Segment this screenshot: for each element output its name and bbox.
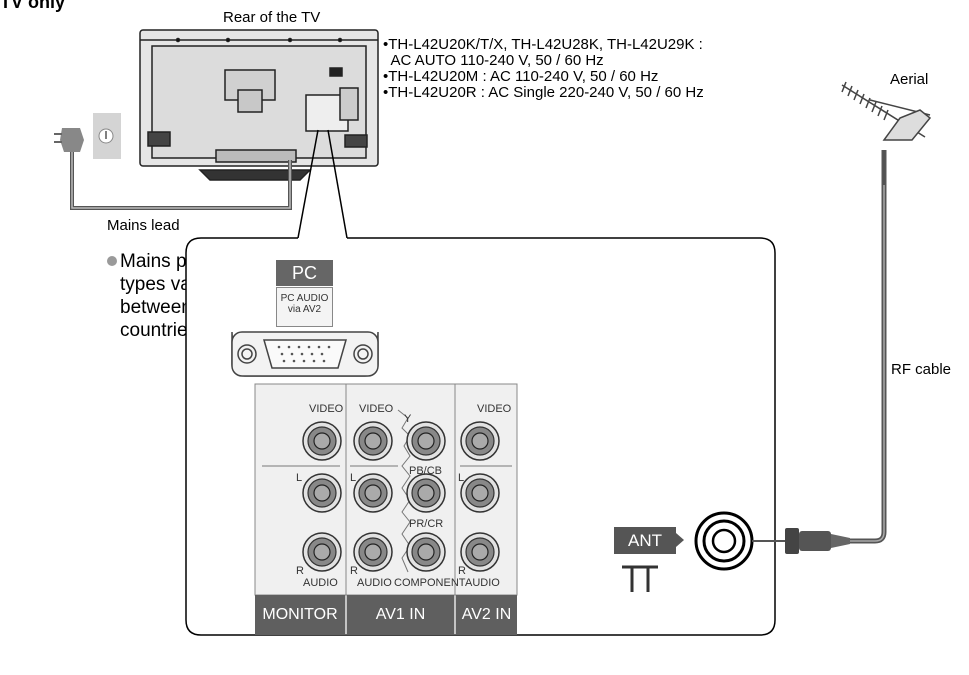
rf-cable <box>850 150 887 544</box>
pc-audio-note: PC AUDIO via AV2 <box>276 287 333 327</box>
spec-line: AC AUTO 110-240 V, 50 / 60 Hz <box>383 52 604 69</box>
jack-label-video: VIDEO <box>359 403 394 415</box>
pc-audio-line: via AV2 <box>287 304 322 315</box>
jack-label-component: COMPONENT <box>394 577 466 589</box>
aerial-icon <box>841 81 932 185</box>
spec-list: •TH-L42U20K/T/X, TH-L42U28K, TH-L42U29K … <box>383 37 704 101</box>
antenna-symbol-icon <box>622 565 658 592</box>
jack-label-audio: AUDIO <box>357 577 392 589</box>
jack-label-video: VIDEO <box>477 403 512 415</box>
av1-in-label: AV1 IN <box>347 595 454 635</box>
jack-label-video: VIDEO <box>309 403 344 415</box>
jack-label-pr: PR/CR <box>409 518 444 530</box>
mains-plug-icon <box>54 128 84 152</box>
rear-title: Rear of the TV <box>223 9 321 26</box>
spec-line: •TH-L42U20M : AC 110-240 V, 50 / 60 Hz <box>383 68 659 85</box>
jack-label-l: L <box>296 472 303 484</box>
jack-label-y: Y <box>404 413 412 425</box>
aerial-rf-illustration <box>622 81 932 592</box>
jack-label-r: R <box>458 565 466 577</box>
bullet-icon <box>107 256 117 266</box>
av2-in-label: AV2 IN <box>456 595 517 635</box>
jack-label-audio: AUDIO <box>303 577 338 589</box>
pc-label: PC <box>276 260 333 286</box>
page-header: TV only <box>0 0 66 12</box>
ant-arrow-icon <box>676 533 684 547</box>
note-line: types vary <box>120 274 207 295</box>
aerial-label: Aerial <box>890 71 929 88</box>
ant-socket-icon <box>694 511 754 571</box>
jack-label-r: R <box>296 565 304 577</box>
note-line: countries. <box>120 320 203 341</box>
note-line: between <box>120 297 192 318</box>
jack-label-pb: PB/CB <box>409 465 443 477</box>
rf-cable-label: RF cable <box>891 361 952 378</box>
mains-lead-label: Mains lead <box>107 217 180 234</box>
ant-label: ANT <box>614 527 676 554</box>
jack-label-l: L <box>350 472 357 484</box>
wall-outlet-illustration <box>93 113 121 159</box>
rf-plug-icon <box>752 528 850 554</box>
jack-label-l: L <box>458 472 465 484</box>
spec-line: •TH-L42U20K/T/X, TH-L42U28K, TH-L42U29K … <box>383 36 703 53</box>
spec-line: •TH-L42U20R : AC Single 220-240 V, 50 / … <box>383 84 704 101</box>
pc-audio-line: PC AUDIO <box>280 293 329 304</box>
jack-label-r: R <box>350 565 358 577</box>
jack-label-audio: AUDIO <box>465 577 500 589</box>
